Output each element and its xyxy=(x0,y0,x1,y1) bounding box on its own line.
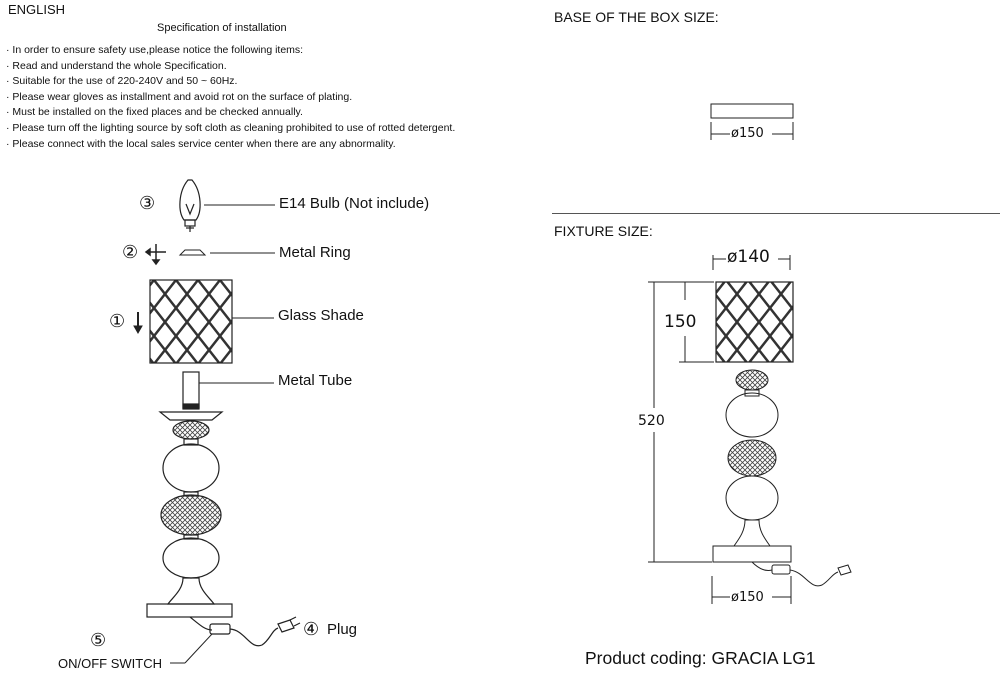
bulb-icon xyxy=(179,179,201,232)
box-size-title: BASE OF THE BOX SIZE: xyxy=(554,9,719,25)
lamp-body xyxy=(146,371,233,618)
section-divider xyxy=(552,213,1000,214)
instruction-item: Please turn off the lighting source by s… xyxy=(6,121,455,137)
bulb-label: E14 Bulb (Not include) xyxy=(279,195,430,212)
instruction-item: Read and understand the whole Specificat… xyxy=(6,59,455,75)
switch-leader xyxy=(184,633,213,664)
instruction-list: In order to ensure safety use,please not… xyxy=(6,43,455,152)
down-arrow-icon xyxy=(133,312,143,335)
shade-step-number: ① xyxy=(109,311,126,331)
base-diameter-label: ø150 xyxy=(731,590,764,605)
power-cord xyxy=(189,616,301,647)
product-code: Product coding: GRACIA LG1 xyxy=(585,648,816,668)
instruction-item: Please wear gloves as installment and av… xyxy=(6,90,455,106)
spec-title: Specification of installation xyxy=(157,22,287,34)
metal-ring-part xyxy=(178,249,207,256)
rotate-icon xyxy=(144,244,166,266)
shade-label: Glass Shade xyxy=(278,307,364,324)
plug-label: Plug xyxy=(327,621,358,638)
total-height-label: 520 xyxy=(638,413,665,429)
instruction-item: In order to ensure safety use,please not… xyxy=(6,43,455,59)
shade-diameter-label: ø140 xyxy=(727,247,770,267)
shade-height-label: 150 xyxy=(664,312,697,332)
fixture-size-title: FIXTURE SIZE: xyxy=(554,223,653,239)
fixture-drawing xyxy=(648,255,852,604)
switch-step-number: ⑤ xyxy=(90,630,107,650)
language-heading: ENGLISH xyxy=(8,2,66,17)
bulb-step-number: ③ xyxy=(139,193,156,213)
tube-label: Metal Tube xyxy=(278,372,353,389)
glass-shade-part xyxy=(149,279,233,364)
switch-label: ON/OFF SWITCH xyxy=(58,656,162,671)
ring-step-number: ② xyxy=(122,242,139,262)
box-base-drawing xyxy=(710,103,794,140)
instruction-item: Must be installed on the fixed places an… xyxy=(6,105,455,121)
box-diameter-label: ø150 xyxy=(731,126,764,141)
instruction-item: Please connect with the local sales serv… xyxy=(6,137,455,153)
plug-step-number: ④ xyxy=(303,619,320,639)
ring-label: Metal Ring xyxy=(279,244,351,261)
instruction-item: Suitable for the use of 220-240V and 50 … xyxy=(6,74,455,90)
